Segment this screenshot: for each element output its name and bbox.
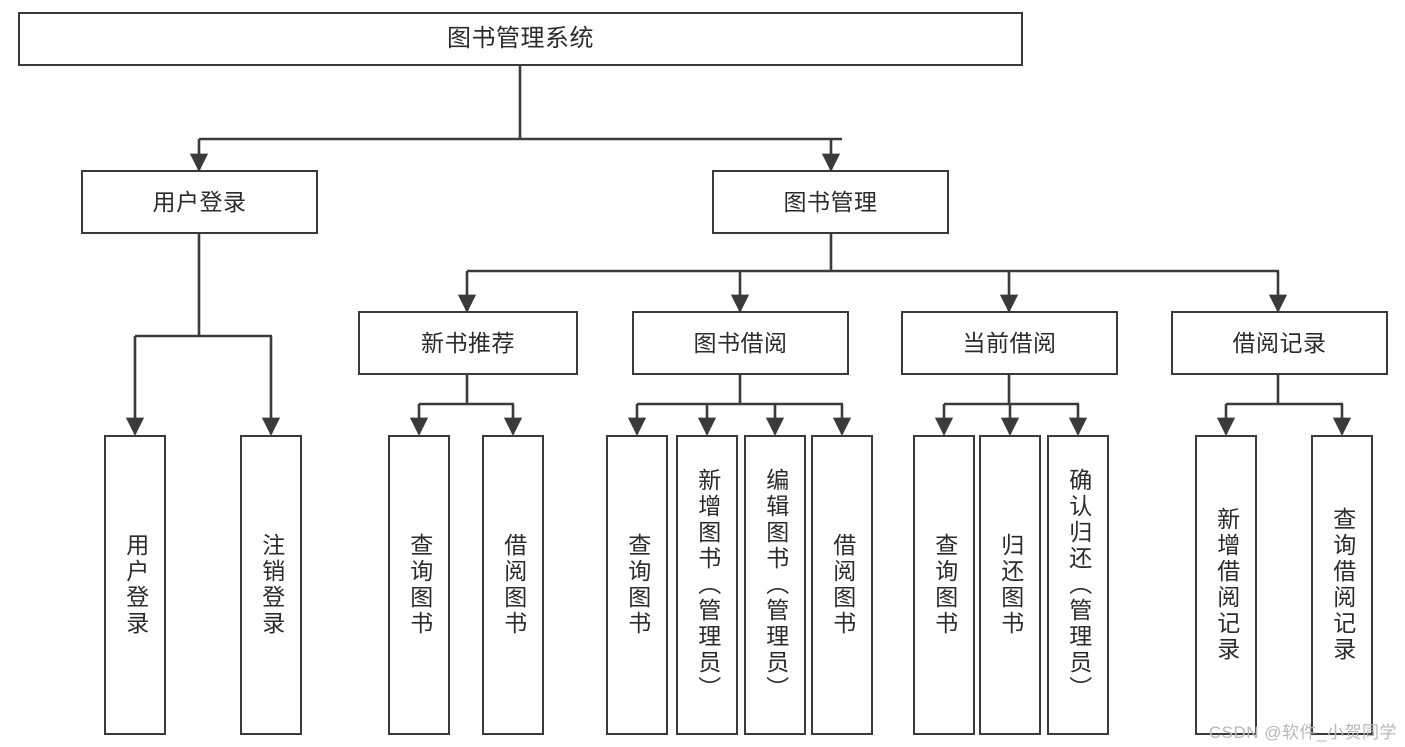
node-leaf-borrow-book-2[interactable]: 借阅图书 [811, 435, 873, 735]
node-leaf-query-book-2[interactable]: 查询图书 [606, 435, 668, 735]
node-borrow-record[interactable]: 借阅记录 [1171, 311, 1388, 375]
node-book-borrow[interactable]: 图书借阅 [632, 311, 849, 375]
node-leaf-query-book-2-label: 查询图书 [624, 533, 651, 637]
node-leaf-logout[interactable]: 注销登录 [240, 435, 302, 735]
node-book-borrow-label: 图书借阅 [693, 329, 788, 356]
node-leaf-query-record-label: 查询借阅记录 [1329, 507, 1356, 663]
node-leaf-add-book-label: 新增图书（管理员） [694, 468, 721, 702]
node-leaf-query-book-1[interactable]: 查询图书 [388, 435, 450, 735]
node-new-book-recommend[interactable]: 新书推荐 [358, 311, 578, 375]
node-leaf-add-record-label: 新增借阅记录 [1213, 507, 1240, 663]
watermark: CSDN @软件_小贺同学 [1208, 723, 1397, 742]
node-book-manage-label: 图书管理 [783, 188, 878, 215]
node-leaf-add-book[interactable]: 新增图书（管理员） [676, 435, 738, 735]
node-user-login-label: 用户登录 [152, 188, 247, 215]
node-leaf-confirm-return-label: 确认归还（管理员） [1065, 468, 1092, 702]
node-leaf-user-login[interactable]: 用户登录 [104, 435, 166, 735]
node-leaf-return-book[interactable]: 归还图书 [979, 435, 1041, 735]
node-leaf-query-record[interactable]: 查询借阅记录 [1311, 435, 1373, 735]
node-leaf-logout-label: 注销登录 [258, 533, 285, 637]
node-leaf-borrow-book-2-label: 借阅图书 [829, 533, 856, 637]
node-root-label: 图书管理系统 [447, 25, 594, 53]
node-leaf-borrow-book-1[interactable]: 借阅图书 [482, 435, 544, 735]
node-leaf-edit-book[interactable]: 编辑图书（管理员） [744, 435, 806, 735]
node-leaf-add-record[interactable]: 新增借阅记录 [1195, 435, 1257, 735]
node-leaf-edit-book-label: 编辑图书（管理员） [762, 468, 789, 702]
node-new-book-recommend-label: 新书推荐 [421, 329, 515, 356]
node-borrow-record-label: 借阅记录 [1232, 329, 1327, 356]
node-book-manage[interactable]: 图书管理 [712, 170, 949, 234]
node-leaf-confirm-return[interactable]: 确认归还（管理员） [1047, 435, 1109, 735]
node-leaf-query-book-1-label: 查询图书 [406, 533, 433, 637]
node-leaf-query-book-3[interactable]: 查询图书 [913, 435, 975, 735]
node-user-login[interactable]: 用户登录 [81, 170, 318, 234]
node-current-borrow-label: 当前借阅 [962, 329, 1057, 356]
node-current-borrow[interactable]: 当前借阅 [901, 311, 1118, 375]
node-root[interactable]: 图书管理系统 [18, 12, 1023, 66]
node-leaf-return-book-label: 归还图书 [997, 533, 1024, 637]
node-leaf-user-login-label: 用户登录 [122, 533, 149, 637]
node-leaf-borrow-book-1-label: 借阅图书 [500, 533, 527, 637]
node-leaf-query-book-3-label: 查询图书 [931, 533, 958, 637]
